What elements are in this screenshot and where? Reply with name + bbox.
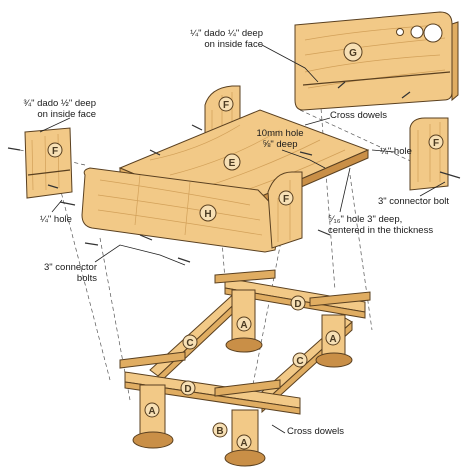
part-label-c-left: C	[186, 338, 193, 349]
part-label-d-bottom: D	[184, 384, 191, 395]
hardware	[7, 81, 461, 263]
leader-lines	[39, 44, 446, 434]
part-label-a-1: A	[240, 320, 247, 331]
part-label-f-right: F	[433, 138, 439, 149]
part-label-d-top: D	[294, 299, 301, 310]
base-frame: D D C C A A A A B	[119, 269, 371, 467]
side-panel-f-left: F	[24, 127, 73, 199]
annotation-dado-quarter: ¼" dado ¼" deep on inside face	[190, 28, 263, 50]
part-label-f-front: F	[283, 194, 289, 205]
part-label-c-right: C	[296, 356, 303, 367]
part-label-a-3: A	[148, 406, 155, 417]
annotation-cross-dowels-top: Cross dowels	[330, 110, 388, 121]
part-label-b: B	[216, 426, 223, 437]
annotation-hole-10mm: 10mm hole ⅝" deep	[256, 128, 304, 150]
post-panel-f-front: F	[267, 171, 303, 249]
part-label-a-2: A	[329, 334, 336, 345]
annotation-connector-bolts-left: 3" connector bolts	[43, 262, 97, 284]
annotation-quarter-hole-right: ¼" hole	[380, 146, 412, 157]
annotation-dado-threequarter: ¾" dado ½" deep on inside face	[23, 98, 96, 120]
part-label-g: G	[349, 48, 357, 59]
annotation-cross-dowels-bottom: Cross dowels	[287, 426, 345, 437]
part-label-a-4: A	[240, 438, 247, 449]
part-label-f-top: F	[223, 100, 229, 111]
part-label-e: E	[229, 158, 236, 169]
part-label-f-left: F	[52, 146, 58, 157]
annotation-quarter-hole-left: ¼" hole	[40, 214, 72, 225]
part-label-h: H	[204, 209, 211, 220]
headboard-panel-g: G	[294, 11, 459, 111]
side-panel-f-right: F	[409, 117, 449, 191]
annotation-connector-bolt-right: 3" connector bolt	[378, 196, 449, 207]
footboard-panel-h: H	[81, 167, 283, 253]
annotation-hole-5-16: ⁵⁄₁₆" hole 3" deep, centered in the thic…	[328, 214, 434, 236]
